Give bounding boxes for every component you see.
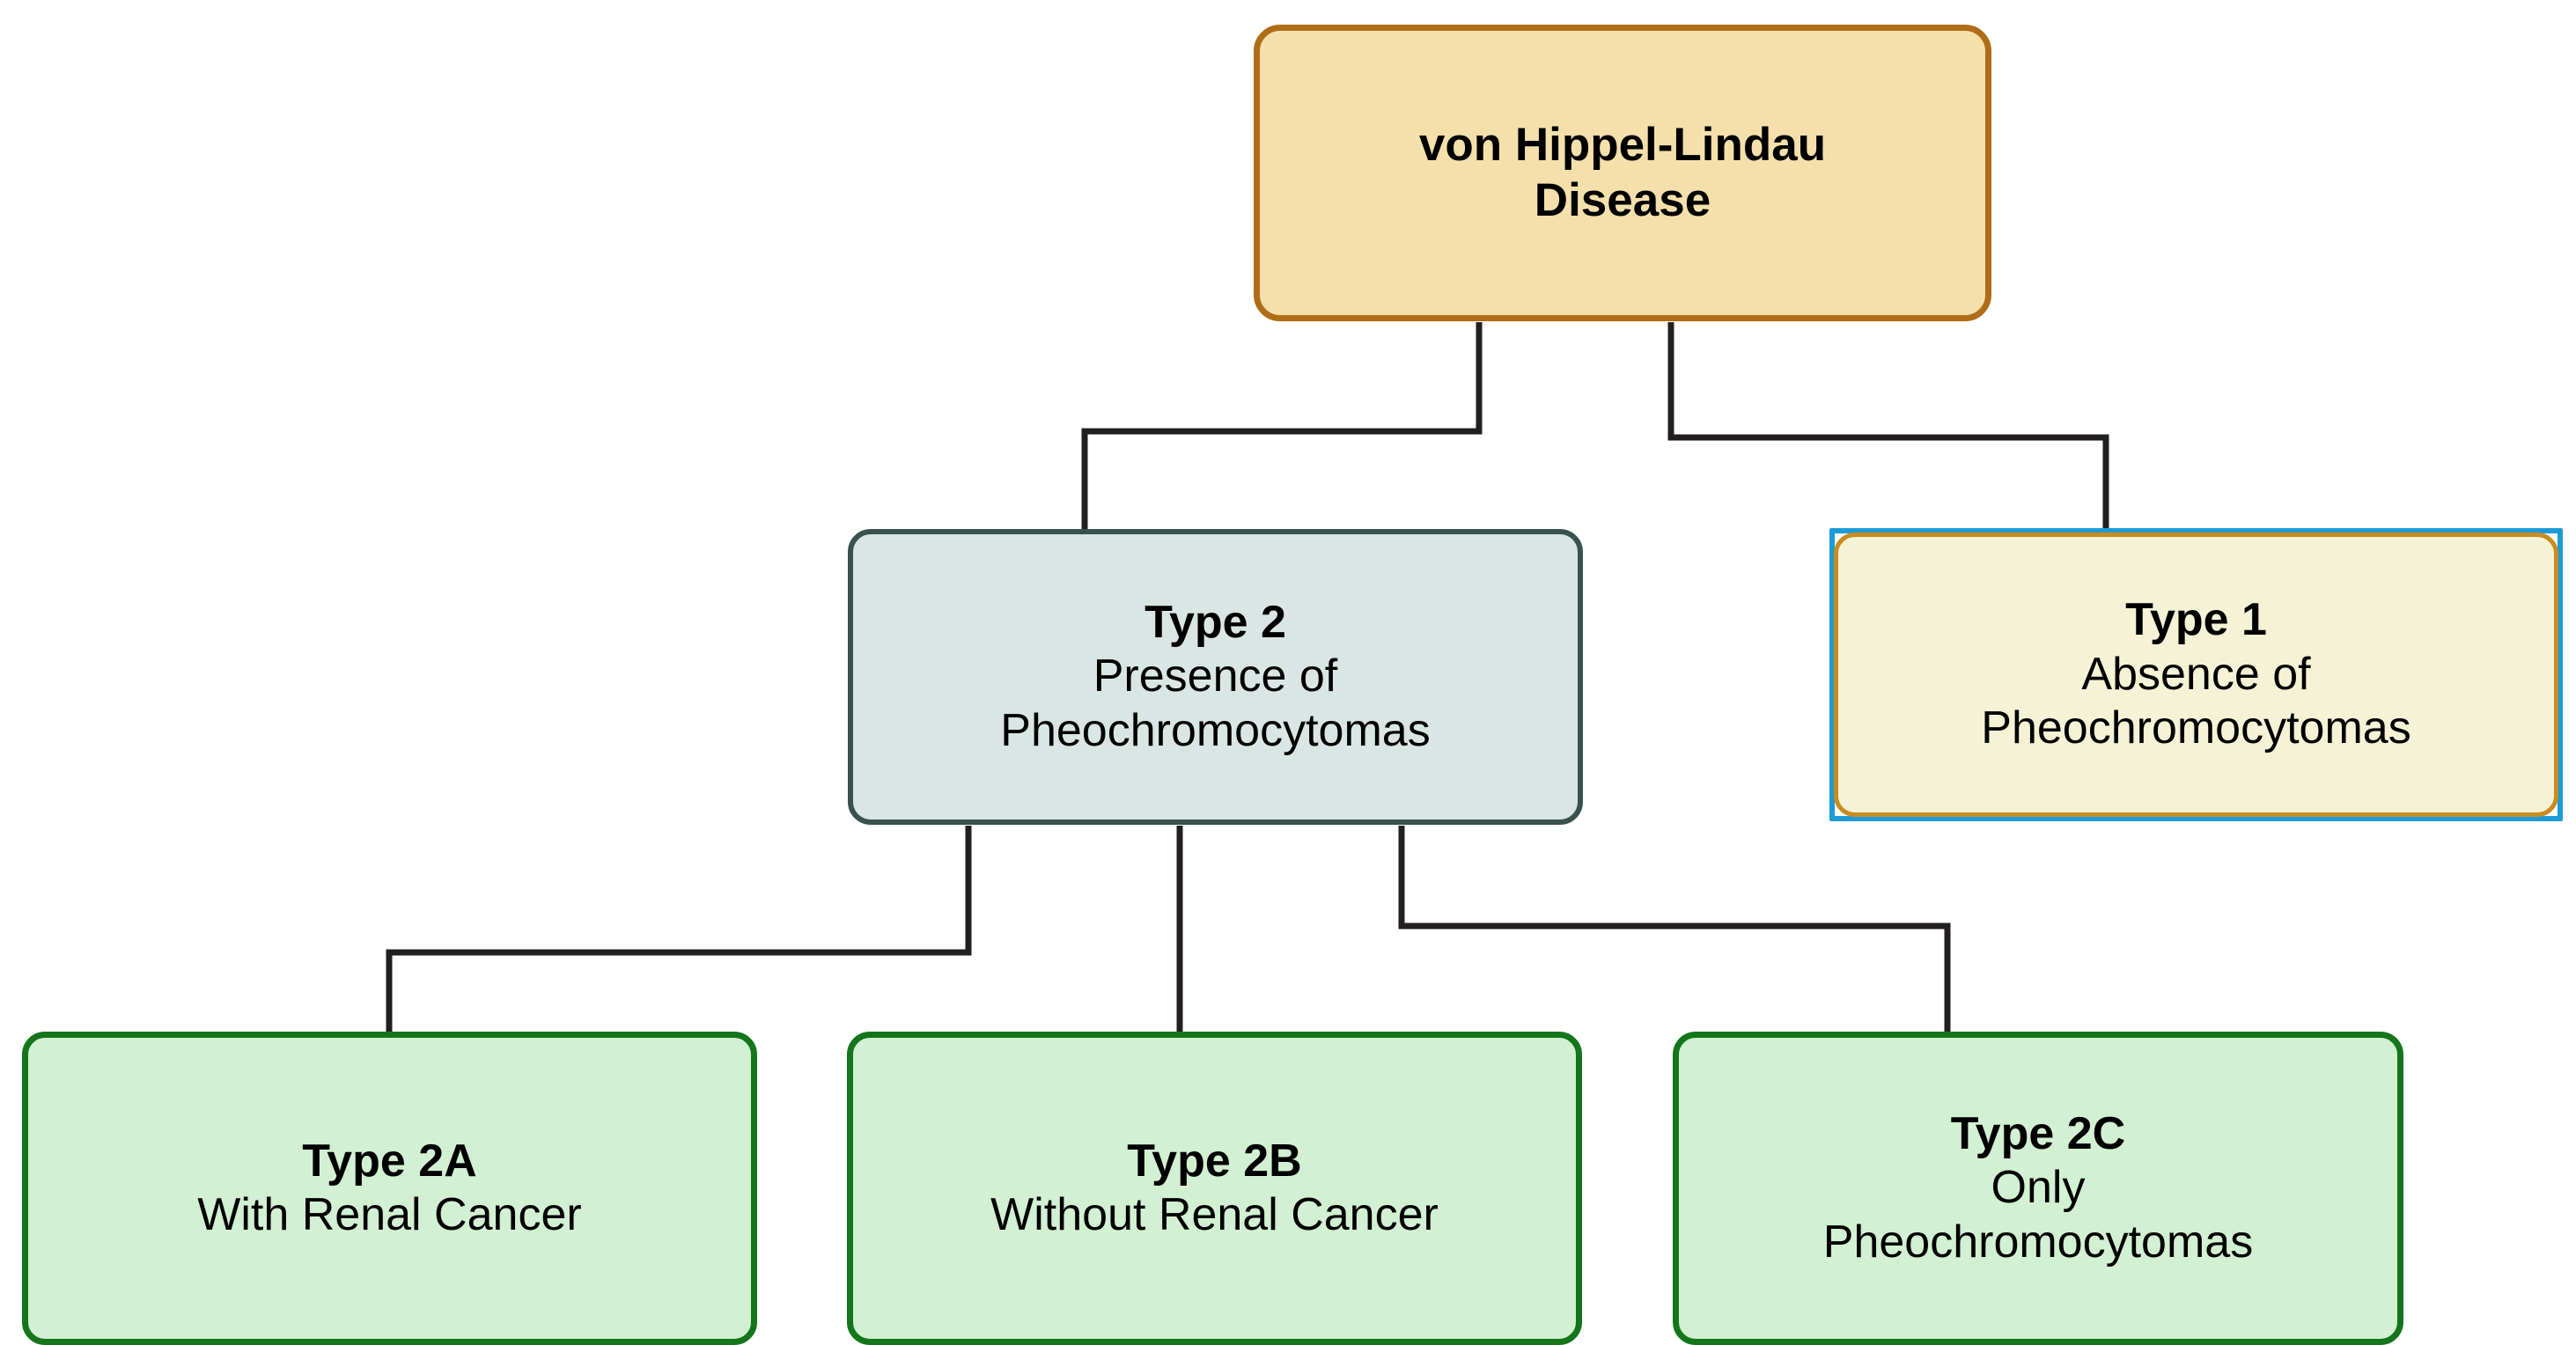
node-type2b-title: Type 2B: [1127, 1135, 1302, 1187]
edge-root-to-type1: [1667, 322, 2109, 528]
node-type-2b[interactable]: Type 2B Without Renal Cancer: [847, 1032, 1582, 1345]
node-type2c-subtitle-line-1: Only: [1991, 1162, 2086, 1214]
node-type2c-subtitle: Only Pheochromocytomas: [1823, 1161, 2253, 1269]
node-type2-subtitle: Presence of Pheochromocytomas: [1000, 650, 1430, 758]
node-type1-subtitle: Absence of Pheochromocytomas: [1981, 648, 2410, 756]
node-root-title-line-1: von Hippel-Lindau: [1418, 118, 1827, 171]
node-type2a-subtitle-line-1: With Renal Cancer: [197, 1189, 582, 1240]
edge-root-to-type2: [1081, 322, 1483, 529]
edge-type2-to-type2a: [386, 826, 972, 1032]
selection-outline-type-1[interactable]: Type 1 Absence of Pheochromocytomas: [1829, 528, 2563, 821]
node-type2b-subtitle: Without Renal Cancer: [990, 1188, 1439, 1242]
node-type2a-title: Type 2A: [302, 1135, 477, 1187]
node-root-title: von Hippel-Lindau Disease: [1419, 118, 1826, 228]
node-type-1[interactable]: Type 1 Absence of Pheochromocytomas: [1834, 533, 2558, 817]
node-type-2a[interactable]: Type 2A With Renal Cancer: [22, 1032, 757, 1345]
node-type-2[interactable]: Type 2 Presence of Pheochromocytomas: [848, 529, 1583, 825]
node-type2-subtitle-line-2: Pheochromocytomas: [1000, 704, 1431, 756]
node-root-title-line-2: Disease: [1534, 173, 1711, 226]
node-type2c-title: Type 2C: [1950, 1107, 2126, 1159]
edge-type2-to-type2c: [1398, 826, 1951, 1032]
node-type1-subtitle-line-2: Pheochromocytomas: [1981, 702, 2411, 754]
node-von-hippel-lindau-disease[interactable]: von Hippel-Lindau Disease: [1254, 25, 1991, 321]
node-type-2c[interactable]: Type 2C Only Pheochromocytomas: [1673, 1032, 2403, 1345]
node-type1-subtitle-line-1: Absence of: [2081, 648, 2311, 700]
node-type2b-subtitle-line-1: Without Renal Cancer: [990, 1189, 1439, 1240]
node-type2-subtitle-line-1: Presence of: [1093, 650, 1338, 702]
node-type2a-subtitle: With Renal Cancer: [197, 1188, 581, 1242]
node-type1-title: Type 1: [2125, 594, 2267, 646]
node-type2c-subtitle-line-2: Pheochromocytomas: [1822, 1216, 2254, 1268]
node-type2-title: Type 2: [1144, 596, 1286, 648]
